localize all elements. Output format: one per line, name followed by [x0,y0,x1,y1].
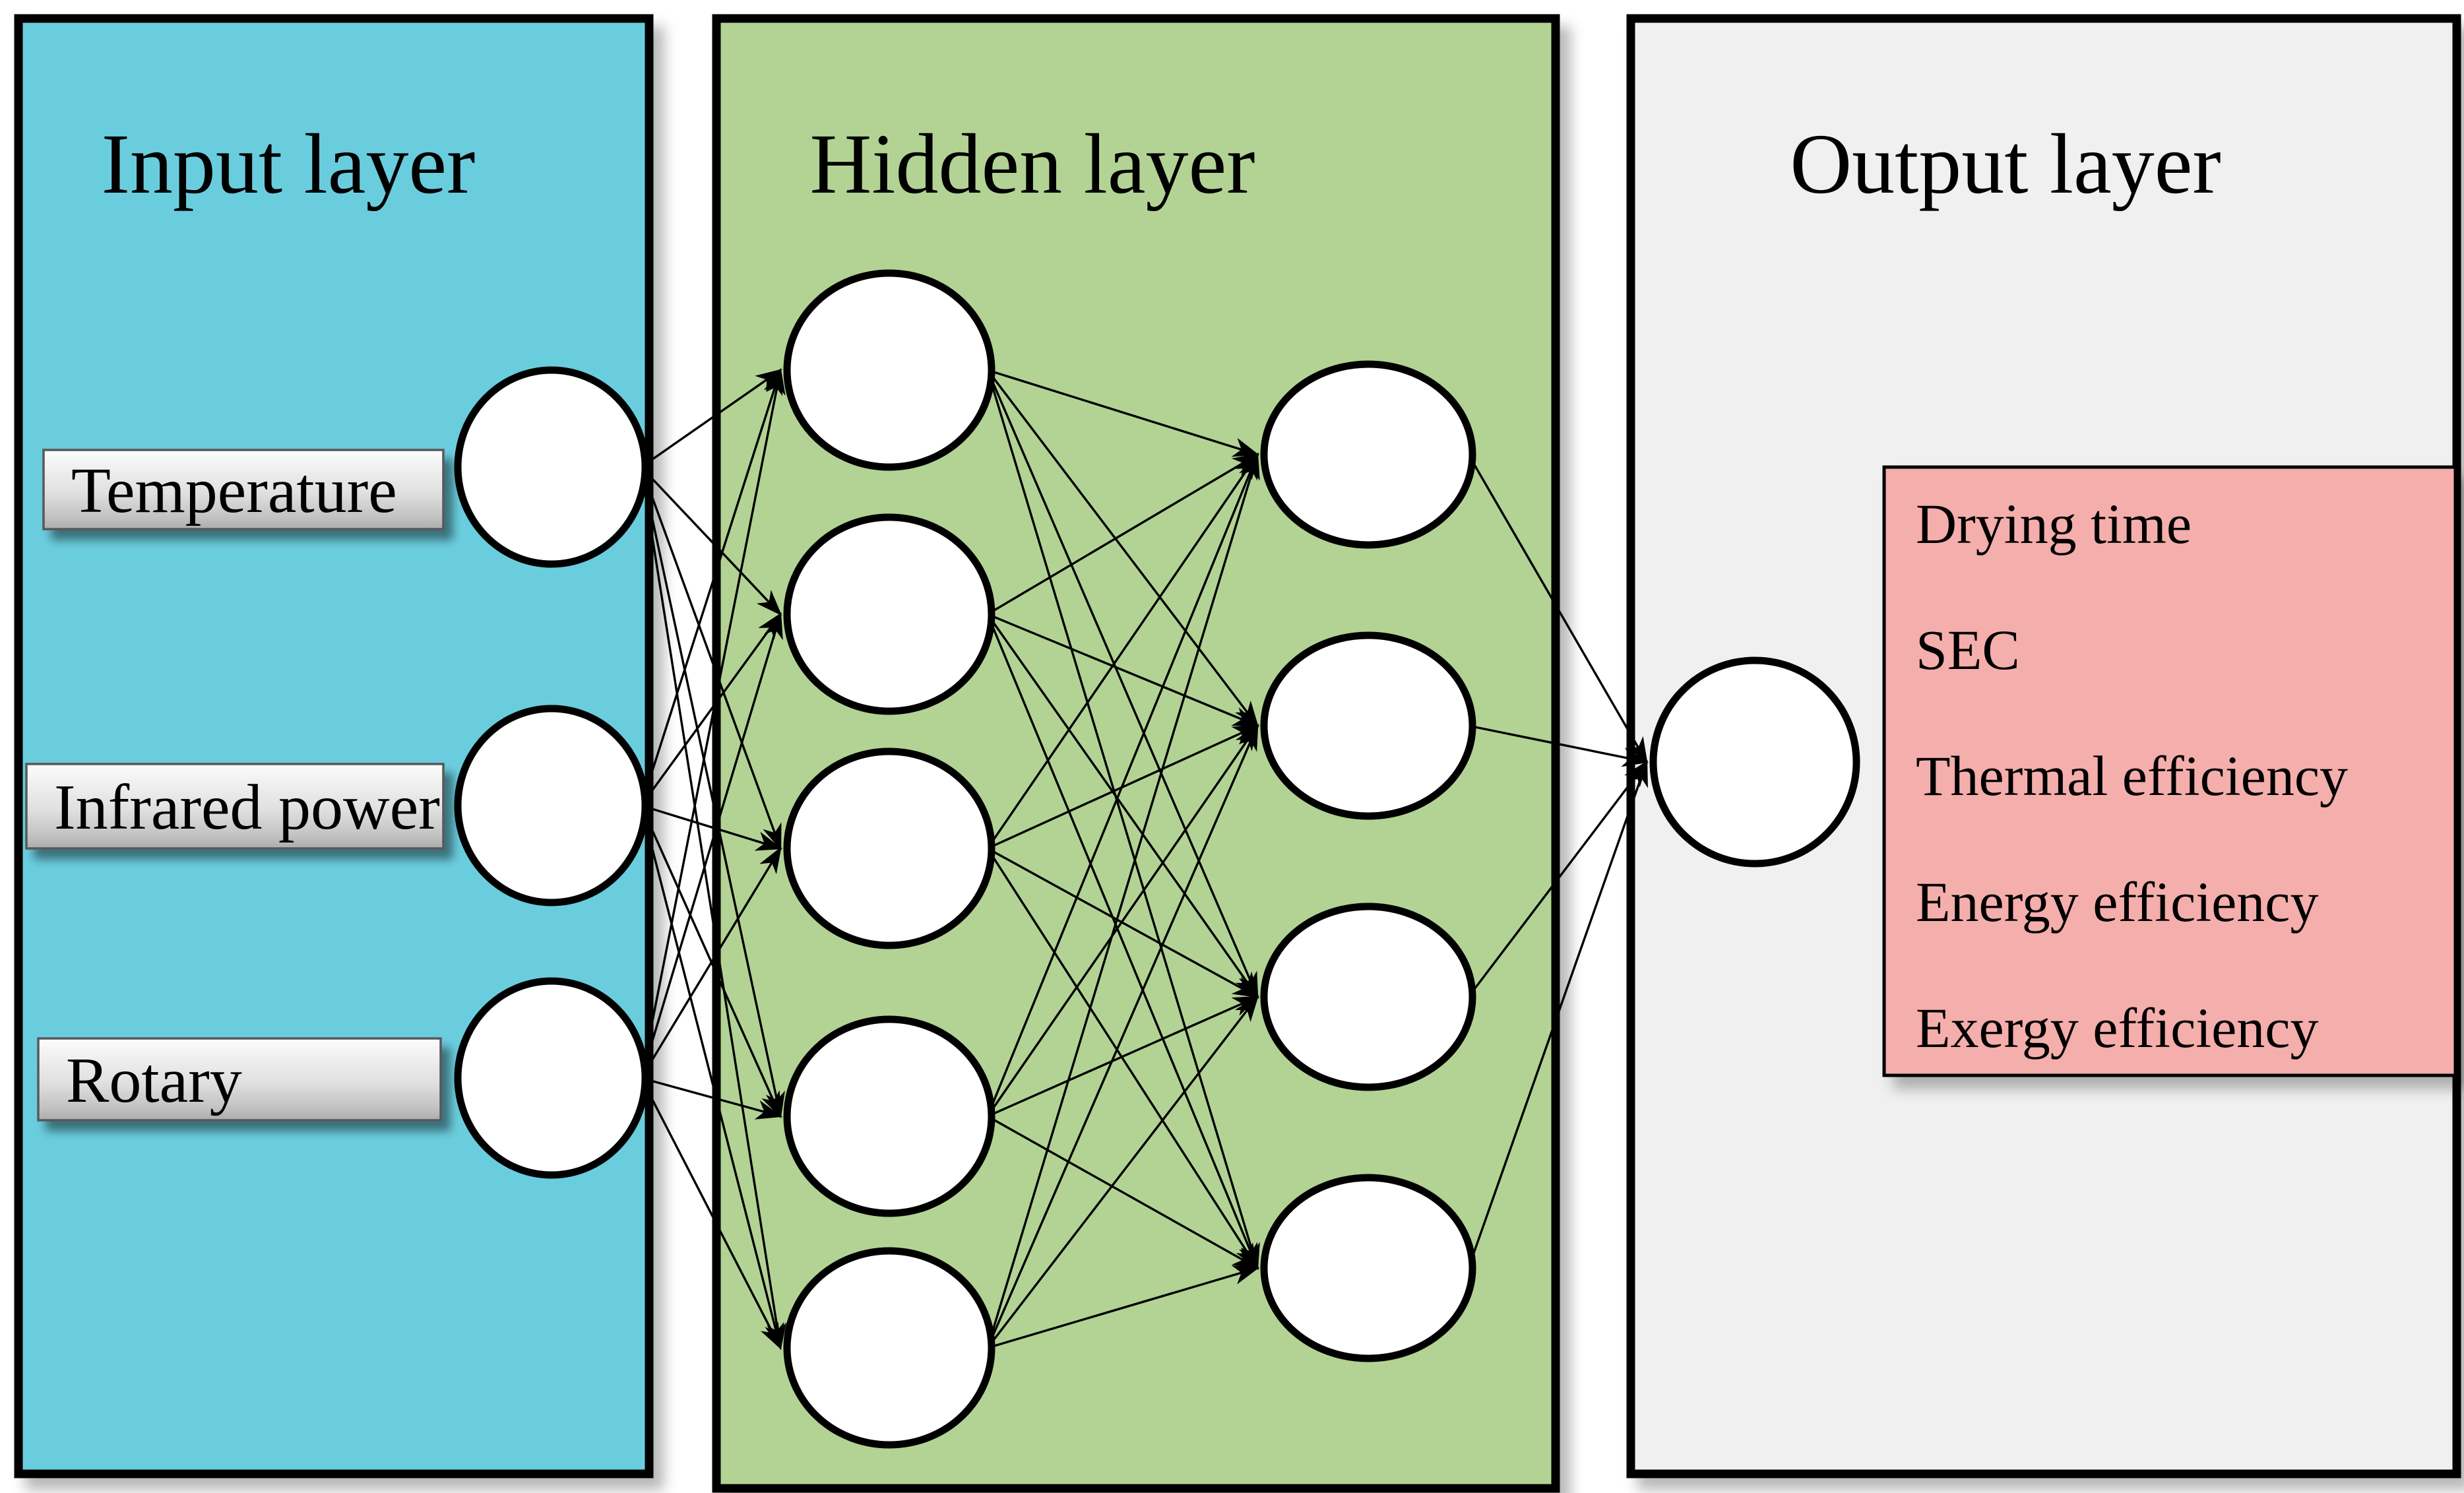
connection-line [640,612,782,807]
connection-arrows [640,367,1649,1350]
input-label-infrared-power: Infrared power [25,763,445,850]
connection-line [987,847,1259,998]
hidden-neuron-col1 [783,1015,995,1217]
hidden-neuron-col2 [1260,631,1476,820]
connection-line [986,452,1260,1349]
hidden-layer-title: Hidden layer [809,117,1255,212]
hidden-neuron-col1 [783,747,995,949]
connection-line [640,466,782,616]
input-layer-title: Input layer [102,117,476,212]
hidden-neuron-col2 [1260,1174,1476,1362]
output-layer-title: Output layer [1790,117,2221,212]
output-item-sec: SEC [1916,618,2020,682]
connection-line [987,724,1260,850]
connection-line [986,453,1259,849]
input-feature-labels: Temperature Infrared power Rotary [25,449,445,1122]
input-label-temperature-text: Temperature [71,455,397,526]
input-label-rotary-box [37,1037,442,1122]
output-neuron [1649,656,1860,868]
connection-line [1468,724,1649,767]
input-neuron [454,705,649,906]
hidden-neuron-col1 [783,1247,995,1449]
connection-line [641,1077,783,1120]
connection-line [986,614,1259,1271]
connection-line [640,466,785,1119]
input-label-rotary-text: Rotary [66,1045,242,1116]
connection-line [1467,759,1648,1269]
connection-line [987,1265,1260,1349]
connection-line [986,724,1259,1117]
layer-titles: Input layer Hidden layer Output layer [102,117,2221,212]
connection-line [640,367,783,806]
outputs-panel-box [1882,465,2457,1077]
outputs-panel: Drying time SEC Thermal efficiency Energ… [1882,465,2457,1077]
connection-line [641,369,782,468]
connection-line [986,848,1259,1270]
input-neuron [454,366,649,568]
connection-line [640,612,783,1079]
connection-line [986,723,1259,1349]
input-label-temperature-box [42,449,445,530]
connection-line [640,466,787,1350]
output-item-drying-time: Drying time [1916,492,2192,556]
connection-line [986,369,1259,728]
input-label-temperature: Temperature [42,449,445,530]
connection-line [987,369,1260,457]
input-label-infrared-power-text: Infrared power [54,772,440,843]
connection-line [1467,454,1648,764]
connection-line [641,804,783,851]
output-item-thermal-efficiency: Thermal efficiency [1916,744,2348,808]
hidden-neuron-col2 [1260,903,1476,1091]
connection-line [640,805,784,1350]
connection-line [986,995,1259,1349]
connection-line [987,1115,1259,1269]
connection-line [986,452,1259,1117]
hidden-neuron-col2 [1260,360,1476,549]
connection-line [640,1077,782,1350]
connection-line [1467,760,1649,998]
connection-line [640,805,782,1119]
input-label-rotary: Rotary [37,1037,442,1122]
hidden-neuron-col1 [783,513,995,715]
hidden-neuron-col1 [783,269,995,471]
input-label-infrared-power-box [25,763,445,850]
connection-line [640,466,782,851]
neuron-circles [454,269,1860,1449]
input-neuron [454,977,649,1179]
connection-line [986,369,1260,1271]
connection-line [640,367,786,1079]
connection-line [986,614,1259,999]
connection-line [986,369,1259,1000]
output-item-exergy-efficiency: Exergy efficiency [1916,996,2318,1060]
output-item-energy-efficiency: Energy efficiency [1916,870,2318,934]
connection-line [987,613,1260,727]
connection-line [987,453,1259,616]
